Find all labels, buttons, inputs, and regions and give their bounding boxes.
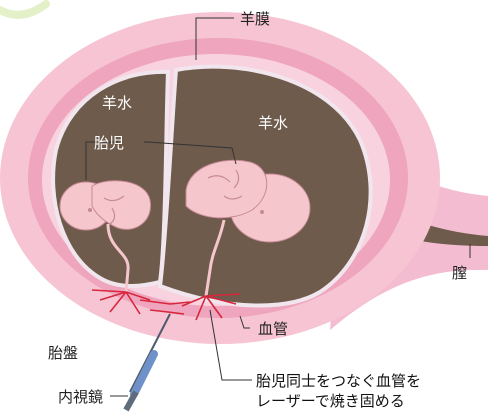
placenta-label: 胎盤 — [48, 344, 78, 362]
decorative-arc — [0, 4, 46, 15]
fetus-label: 胎児 — [94, 134, 124, 152]
procedure-note-line1: 胎児同士をつなぐ血管を — [256, 372, 421, 390]
vagina-label: 膣 — [452, 264, 467, 282]
amnion-label: 羊膜 — [240, 10, 270, 28]
amniotic-fluid-right-label: 羊水 — [258, 114, 288, 132]
endoscope-label: 内視鏡 — [58, 388, 103, 406]
procedure-note-line2: レーザーで焼き固める — [256, 392, 405, 410]
amniotic-fluid-left-label: 羊水 — [102, 94, 132, 112]
blood-vessel-label: 血管 — [258, 320, 288, 338]
left-fetus — [60, 181, 151, 230]
